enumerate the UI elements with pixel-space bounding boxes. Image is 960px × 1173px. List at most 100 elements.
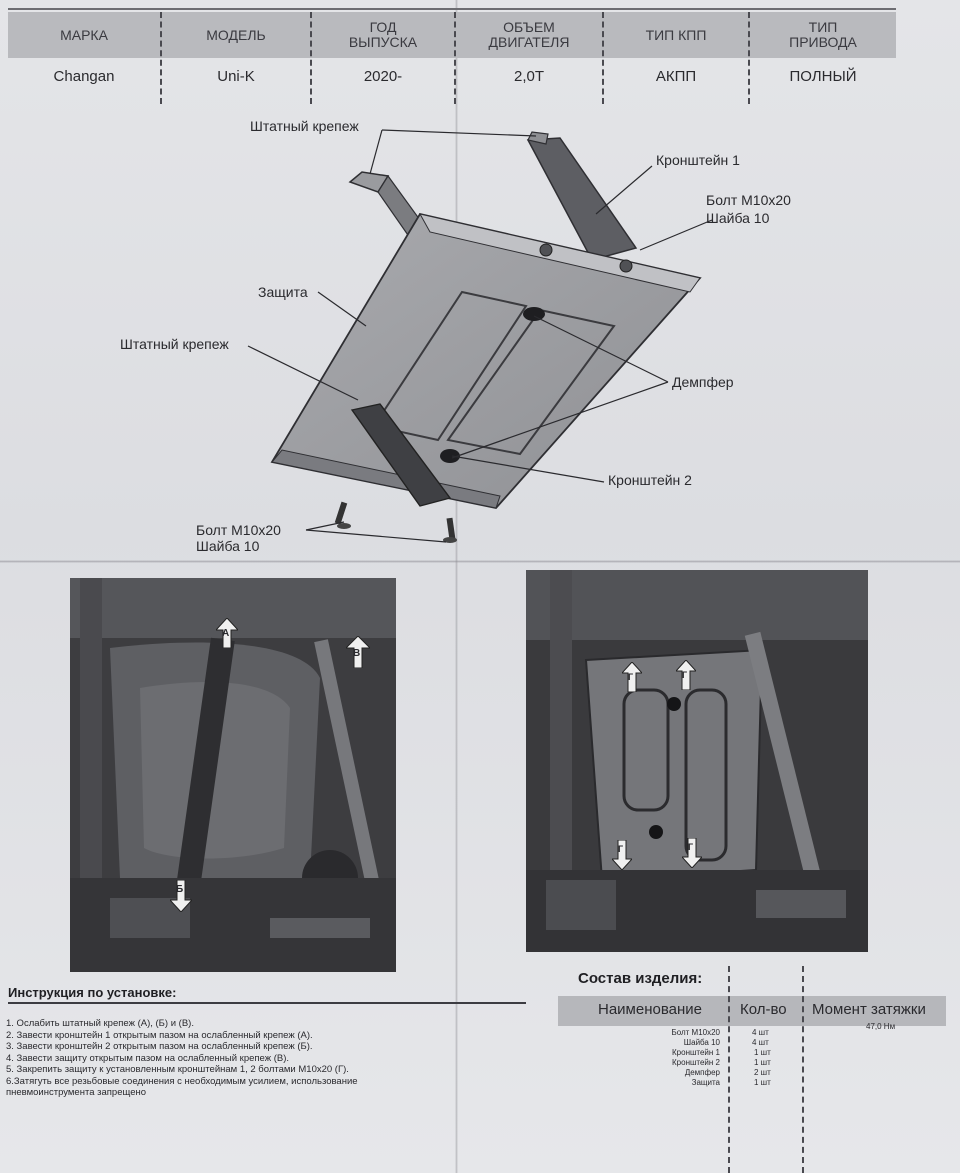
photo-underbody-before [70,578,396,972]
spec-col-separator [602,12,604,104]
label-bolt-bottom-line1: Болт М10х20 [196,522,281,538]
damper-bottom [440,449,460,463]
spec-col-separator [160,12,162,104]
spec-col-drive: ТИП ПРИВОДА ПОЛНЫЙ [750,12,896,104]
spec-col-separator [454,12,456,104]
composition-title: Состав изделия: [578,970,703,987]
composition-row-name: Кронштейн 2 [672,1058,720,1067]
bracket-1-tab [527,131,549,145]
composition-row-qty: 1 шт [754,1078,771,1087]
instruction-step: 3. Завести кронштейн 2 открытым пазом на… [6,1041,313,1052]
instructions-list: 1. Ослабить штатный крепеж (А), (Б) и (В… [6,1018,476,1099]
marker-b-label: Б [176,884,184,895]
marker-v-label: В [353,648,361,659]
spec-col-model: МОДЕЛЬ Uni-K [162,12,310,104]
marker-g-label: Г [618,844,624,854]
composition-header-torque: Момент затяжки [812,1001,926,1018]
composition-row-torque: 47,0 Нм [866,1022,896,1031]
spec-value-year: 2020- [363,67,403,85]
instruction-step: 2. Завести кронштейн 1 открытым пазом на… [6,1029,313,1041]
marker-v-arrow: В [346,636,370,668]
spec-col-separator [310,12,312,104]
spec-value-engine: 2,0T [513,67,544,85]
label-washer-top: Шайба 10 [706,210,770,226]
guard-front-flange [419,213,701,293]
label-standard-mount-top: Штатный крепеж [250,118,359,134]
label-damper: Демпфер [672,374,734,390]
label-bolt-top-line1: Болт М10х20 [706,192,791,208]
marker-b-arrow: Б [170,880,192,912]
label-guard: Защита [258,284,308,300]
guard-drawing [247,129,713,543]
spec-value-drive: ПОЛНЫЙ [789,67,857,85]
instruction-step: 4. Завести защиту открытым пазом на осла… [6,1052,290,1064]
label-washer-bottom: Шайба 10 [196,538,260,554]
composition-row-qty: 2 шт [754,1068,771,1077]
guard-rib-right [446,308,616,456]
spec-header-drive: ТИП ПРИВОДА [789,19,857,50]
marker-g-arrow: Г [676,660,696,690]
instructions-rule [8,1002,526,1004]
spec-col-brand: МАРКА Changan [8,12,160,104]
label-bracket-1: Кронштейн 1 [656,152,740,168]
spec-table-top-rule [8,8,896,10]
bracket-1-shape [526,137,638,261]
loose-bolt-left [334,501,351,529]
composition-row-name: Кронштейн 1 [672,1048,720,1057]
composition-row-qty: 1 шт [754,1048,771,1057]
bolt-head [619,259,633,273]
exploded-assembly-diagram: Штатный крепеж Кронштейн 1 Болт М10х20 Ш… [0,110,960,560]
composition-header-name: Наименование [598,1001,702,1018]
spec-col-year: ГОД ВЫПУСКА 2020- [312,12,454,104]
composition-row-name: Демпфер [684,1068,720,1077]
instruction-step: 1. Ослабить штатный крепеж (А), (Б) и (В… [6,1018,194,1029]
marker-a-arrow: А [216,618,238,648]
spec-value-brand: Changan [53,67,115,85]
composition-row-name: Болт М10х20 [671,1028,720,1037]
loose-bolt-right [443,517,457,543]
instruction-step: пневмоинструмента запрещено [6,1087,147,1098]
vehicle-spec-table: МАРКА Changan МОДЕЛЬ Uni-K ГОД ВЫПУСКА 2… [8,4,896,104]
composition-row-qty: 4 шт [752,1028,769,1037]
label-bracket-2: Кронштейн 2 [608,472,692,488]
guard-rib-left [372,290,528,442]
photo-underbody-after [526,570,868,952]
spec-header-model: МОДЕЛЬ [206,26,266,43]
composition-header: Наименование Кол-во Момент затяжки [558,996,946,1026]
spec-col-separator [748,12,750,104]
marker-g-label: Г [688,842,694,852]
marker-g-label: Г [628,672,634,682]
spec-header-brand: МАРКА [60,26,108,43]
horizontal-fold-crease [0,560,960,563]
instruction-step: 6.Затягуть все резьбовые соединения с не… [6,1075,358,1087]
composition-col-separator [802,966,804,1173]
spec-value-model: Uni-K [217,67,255,85]
composition-row-qty: 4 шт [752,1038,769,1047]
spec-header-engine: ОБЪЕМ ДВИГАТЕЛЯ [488,19,570,50]
bracket-2-shape [350,403,452,507]
marker-g-label: Г [682,670,688,680]
spec-value-gearbox: АКПП [655,67,697,85]
composition-row-name: Защита [691,1078,720,1087]
composition-col-separator [728,966,730,1173]
marker-g-arrow: Г [612,840,632,870]
vertical-fold-crease [455,0,458,1173]
marker-g-arrow: Г [682,838,702,868]
marker-g-arrow: Г [622,662,642,692]
spec-header-year: ГОД ВЫПУСКА [348,19,418,50]
spec-header-gearbox: ТИП КПП [645,26,707,43]
callout-leader-lines [247,129,713,543]
install-photo-after: Г Г Г Г [526,570,868,952]
spec-col-gearbox: ТИП КПП АКПП [604,12,748,104]
install-photo-before: А В Б [70,578,396,972]
marker-a-label: А [222,628,230,639]
composition-row-name: Шайба 10 [683,1038,720,1047]
instructions-title: Инструкция по установке: [8,985,177,1000]
composition-row-qty: 1 шт [754,1058,771,1067]
damper-top [523,307,545,321]
spec-col-engine: ОБЪЕМ ДВИГАТЕЛЯ 2,0T [456,12,602,104]
instruction-step: 5. Закрепить защиту к установленным крон… [6,1064,349,1075]
label-standard-mount-mid: Штатный крепеж [120,336,229,352]
bolt-head [539,243,553,257]
composition-header-qty: Кол-во [740,1001,787,1018]
